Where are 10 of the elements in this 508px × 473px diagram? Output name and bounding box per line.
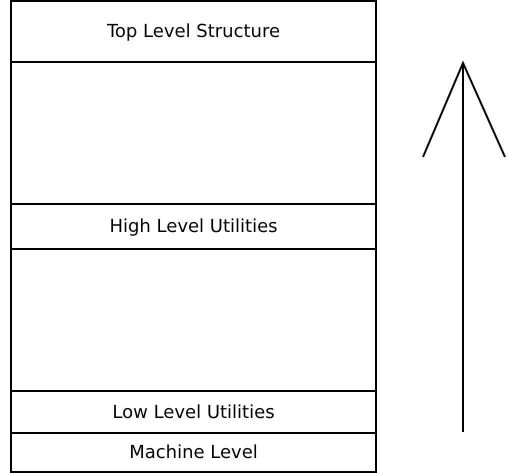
empty-band [10, 248, 377, 392]
level-label: Low Level Utilities [112, 402, 275, 422]
level-band [10, 0, 377, 63]
level-label: Machine Level [129, 442, 258, 463]
level-band [10, 432, 377, 473]
empty-band [10, 61, 377, 205]
level-band [10, 203, 377, 250]
level-band [10, 390, 377, 434]
level-label: Top Level Structure [106, 21, 280, 42]
level-label: High Level Utilities [109, 216, 278, 237]
